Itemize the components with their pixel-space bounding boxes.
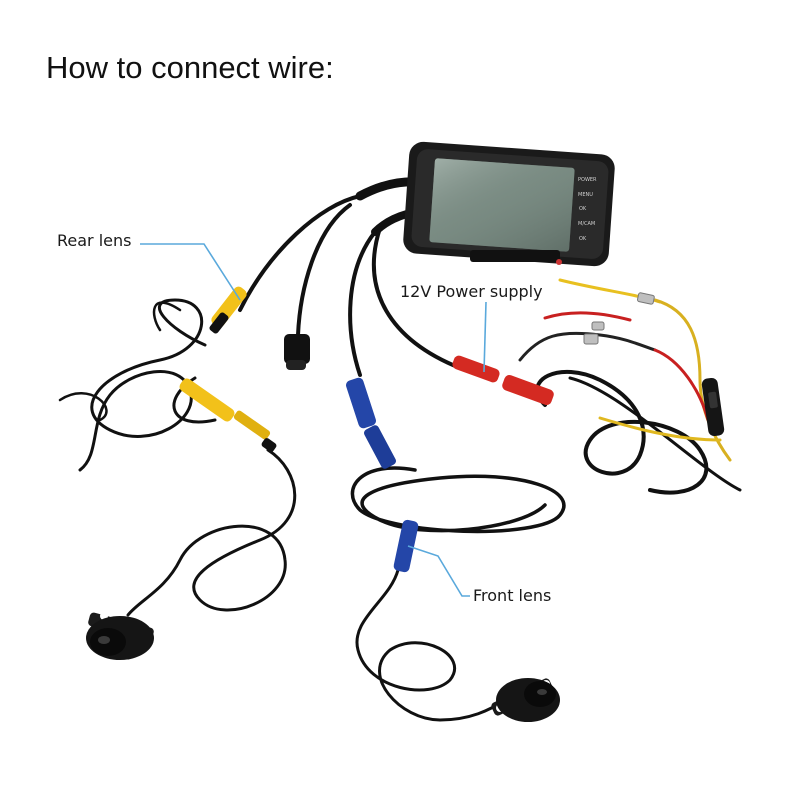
wire-terminals xyxy=(583,292,655,345)
svg-text:OK: OK xyxy=(579,236,587,242)
svg-text:M/CAM: M/CAM xyxy=(578,221,595,227)
callout-rear-lens xyxy=(140,243,241,301)
spare-lead-cable xyxy=(296,203,352,337)
power-connector xyxy=(452,355,554,406)
spare-plug xyxy=(284,334,310,370)
svg-text:POWER: POWER xyxy=(578,177,597,183)
svg-text:OK: OK xyxy=(579,206,587,212)
dashcam-device-icon: POWER MENU OK M/CAM OK xyxy=(403,141,615,267)
svg-text:MENU: MENU xyxy=(578,192,593,198)
cables xyxy=(58,177,742,722)
front-camera-icon xyxy=(491,678,560,722)
rear-lens-label: Rear lens xyxy=(57,231,132,250)
callout-power-supply xyxy=(483,301,487,373)
rear-camera-icon xyxy=(86,612,154,660)
rear-connector-lower xyxy=(179,378,277,452)
rear-connector-upper xyxy=(209,286,247,334)
rear-coil xyxy=(78,298,207,472)
front-lens-label: Front lens xyxy=(473,586,552,605)
rear-lead-cable xyxy=(238,194,362,312)
front-camera-cable xyxy=(355,568,507,722)
front-connector-lower xyxy=(393,519,419,573)
rear-camera-cable xyxy=(126,448,297,617)
power-coil xyxy=(535,369,709,495)
power-lead-cable xyxy=(371,226,462,370)
front-lead-cable xyxy=(348,230,377,377)
page-title: How to connect wire: xyxy=(46,50,334,85)
power-supply-label: 12V Power supply xyxy=(400,282,543,301)
power-wires xyxy=(518,278,732,462)
callout-lines xyxy=(140,243,487,597)
fuse-holder-icon xyxy=(701,377,725,437)
front-connector-upper xyxy=(346,377,396,469)
callout-front-lens xyxy=(407,545,470,597)
front-coil xyxy=(350,466,566,534)
